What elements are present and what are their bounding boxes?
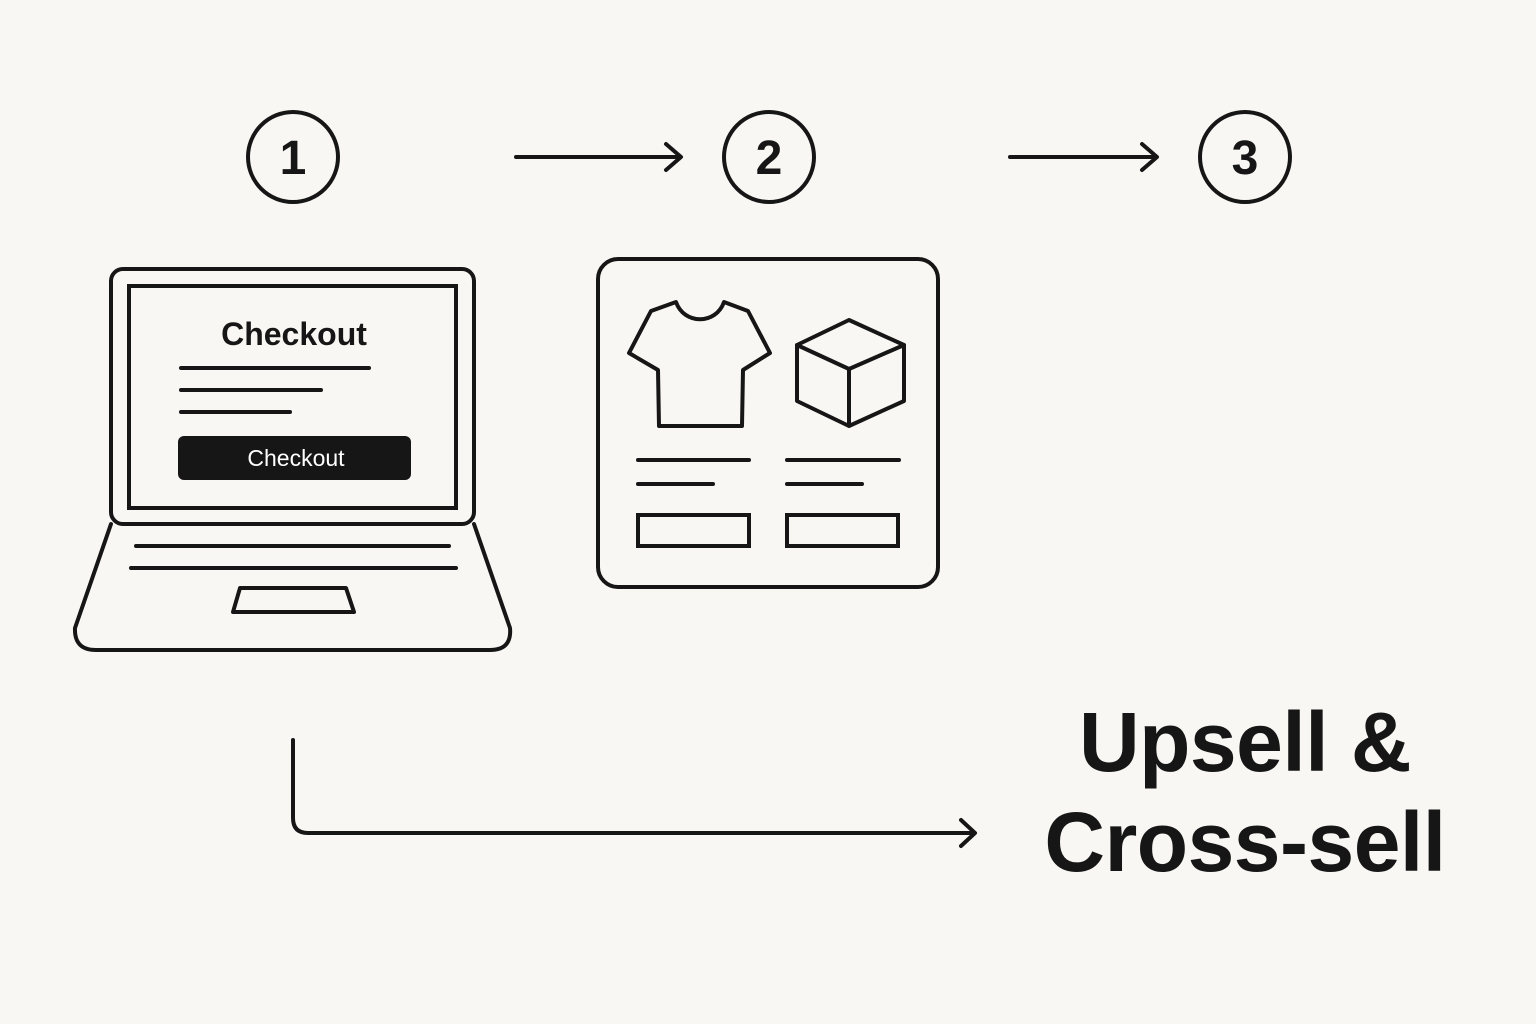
step-2: 2 — [722, 110, 816, 204]
step-3: 3 — [1198, 110, 1292, 204]
arrow-to-upsell — [291, 738, 977, 848]
checkout-button-label[interactable]: Checkout — [247, 445, 345, 471]
laptop-screen — [127, 284, 458, 510]
product-item-2 — [785, 318, 906, 548]
arrow-step-2-to-3 — [1008, 142, 1159, 172]
checkout-screen-title: Checkout — [221, 316, 367, 352]
upsell-title: Upsell & — [1078, 695, 1412, 789]
step-2-number: 2 — [756, 132, 783, 185]
checkout-button[interactable]: Checkout — [178, 436, 411, 480]
product-recommendation-card — [596, 257, 940, 589]
touchpad — [231, 586, 356, 614]
step-1: 1 — [246, 110, 340, 204]
checkout-button-bg[interactable] — [178, 436, 411, 480]
tshirt-icon — [627, 300, 772, 428]
arrow-step-1-to-2 — [514, 142, 683, 172]
laptop-icon: Checkout Checkout — [72, 267, 513, 652]
step-1-circle — [246, 110, 340, 204]
cross-sell-title: Cross-sell — [1044, 795, 1446, 889]
step-3-circle — [1198, 110, 1292, 204]
step-1-number: 1 — [280, 132, 307, 185]
box-icon — [795, 318, 906, 428]
add-item-button[interactable] — [785, 513, 900, 548]
product-item-1 — [627, 300, 772, 548]
card-frame — [596, 257, 940, 589]
laptop-base — [72, 522, 513, 652]
step-2-circle — [722, 110, 816, 204]
add-item-button[interactable] — [636, 513, 751, 548]
step-3-number: 3 — [1232, 132, 1259, 185]
laptop-lid — [109, 267, 476, 526]
